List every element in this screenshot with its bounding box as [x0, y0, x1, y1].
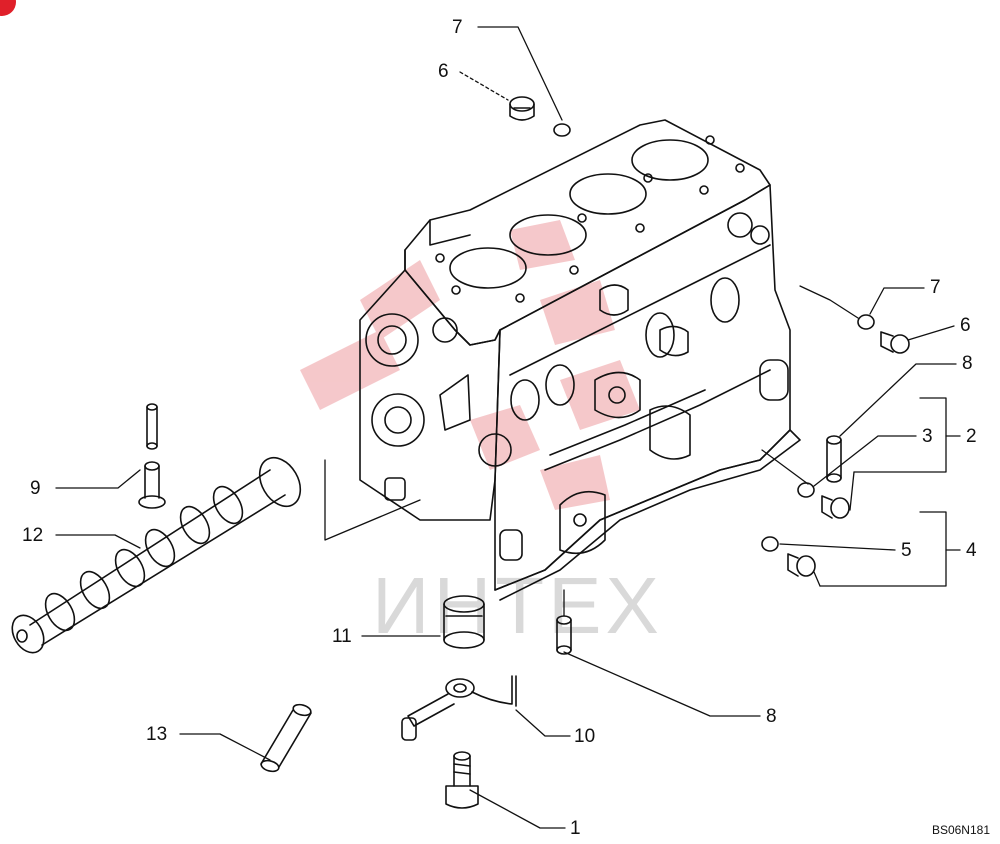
washer-3	[797, 482, 815, 498]
watermark-text: ИНТЕХ	[372, 561, 663, 650]
washer-5	[761, 536, 779, 552]
callout-1: 1	[570, 818, 581, 839]
callout-7-right: 7	[930, 277, 941, 298]
bolt-1	[445, 751, 479, 809]
callout-7-top: 7	[452, 17, 463, 38]
callout-6-right: 6	[960, 315, 971, 336]
drawing-code: BS06N181	[931, 823, 990, 837]
pin-13	[260, 703, 312, 773]
callout-6-top: 6	[438, 61, 449, 82]
callout-9: 9	[30, 478, 41, 499]
bushing-11	[443, 595, 485, 649]
callout-2: 2	[966, 426, 977, 447]
plug-4	[787, 553, 816, 577]
callout-8-bottom: 8	[766, 706, 777, 727]
callout-5: 5	[901, 540, 912, 561]
tappet-9-upper	[146, 403, 158, 450]
callout-3: 3	[922, 426, 933, 447]
leader-lines	[55, 26, 961, 829]
callout-13: 13	[146, 724, 168, 745]
washer-right	[857, 314, 875, 330]
callout-8-top: 8	[962, 353, 973, 374]
plug-2	[821, 495, 850, 519]
callout-10: 10	[574, 726, 596, 747]
engine-block	[359, 119, 801, 601]
plug-right	[880, 331, 910, 354]
callout-4: 4	[966, 540, 977, 561]
washer-top	[553, 123, 571, 137]
dowel-sleeve-bottom	[556, 615, 572, 655]
callout-12: 12	[22, 525, 44, 546]
callout-11: 11	[332, 626, 352, 647]
tappet-9-lower	[138, 461, 166, 509]
plug-top	[509, 96, 535, 121]
dowel-sleeve-top	[826, 435, 842, 483]
oil-jet-10	[401, 675, 517, 741]
camshaft-12	[11, 456, 302, 654]
